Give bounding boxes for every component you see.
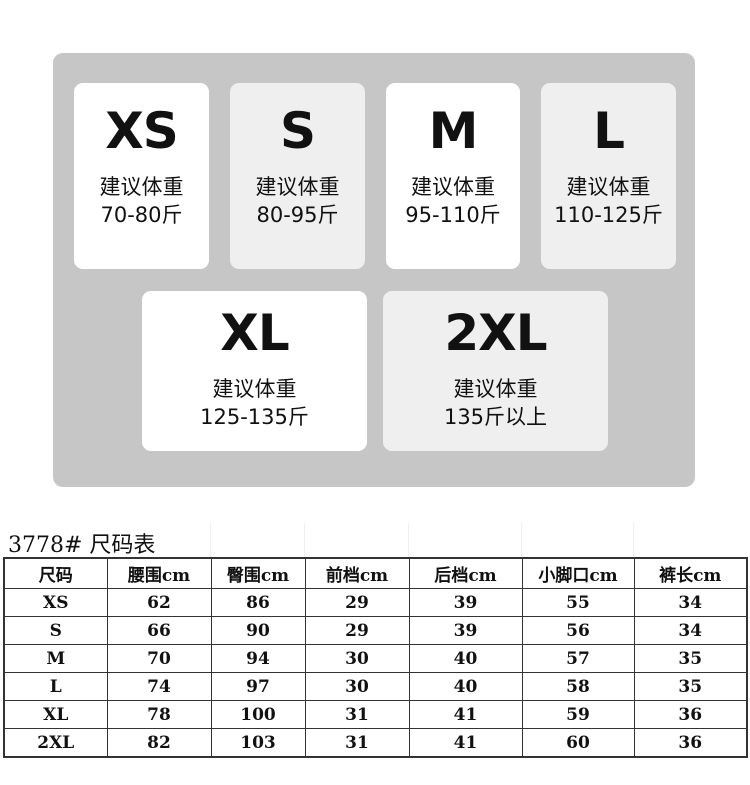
table-cell: 82	[106, 728, 212, 758]
table-cell: 56	[521, 616, 635, 645]
table-cell: 57	[521, 644, 635, 673]
weight-label: 建议体重	[566, 175, 651, 199]
weight-range: 135斤以上	[443, 405, 548, 429]
size-card-2xl: 2XL 建议体重 135斤以上	[383, 291, 608, 451]
weight-label: 建议体重	[255, 175, 340, 199]
weight-label: 建议体重	[453, 377, 538, 401]
weight-range: 110-125斤	[554, 203, 663, 227]
column-header: 腰围cm	[106, 557, 212, 589]
size-card-xs: XS 建议体重 70-80斤	[74, 83, 209, 269]
table-cell: L	[3, 672, 108, 701]
table-cell: XS	[3, 588, 108, 617]
table-cell: 31	[304, 728, 410, 758]
table-cell: 103	[210, 728, 306, 758]
size-card-xl: XL 建议体重 125-135斤	[142, 291, 367, 451]
table-cell: S	[3, 616, 108, 645]
size-label: M	[428, 102, 479, 160]
table-cell: 74	[106, 672, 212, 701]
size-card-l: L 建议体重 110-125斤	[541, 83, 676, 269]
size-label: L	[593, 102, 625, 160]
table-cell: 36	[633, 700, 748, 729]
weight-label: 建议体重	[411, 175, 495, 199]
table-cell: 39	[408, 616, 523, 645]
table-cell: 41	[408, 728, 523, 758]
table-cell: 35	[633, 672, 748, 701]
table-cell: 66	[106, 616, 212, 645]
table-cell: 30	[304, 672, 410, 701]
table-cell: 30	[304, 644, 410, 673]
size-label: 2XL	[444, 304, 547, 362]
column-header: 臀围cm	[210, 557, 306, 589]
weight-label: 建议体重	[212, 377, 297, 401]
table-cell: M	[3, 644, 108, 673]
table-cell: 34	[633, 588, 748, 617]
table-cell: XL	[3, 700, 108, 729]
column-header: 后档cm	[408, 557, 523, 589]
table-cell: 90	[210, 616, 306, 645]
size-card-s: S 建议体重 80-95斤	[230, 83, 365, 269]
table-cell: 62	[106, 588, 212, 617]
table-cell: 29	[304, 616, 410, 645]
weight-range: 80-95斤	[256, 203, 339, 227]
table-cell: 59	[521, 700, 635, 729]
table-cell: 41	[408, 700, 523, 729]
table-cell: 60	[521, 728, 635, 758]
table-cell: 39	[408, 588, 523, 617]
table-cell: 55	[521, 588, 635, 617]
size-card-m: M 建议体重 95-110斤	[386, 83, 520, 269]
column-header: 小脚口cm	[521, 557, 635, 589]
table-cell: 86	[210, 588, 306, 617]
table-cell: 40	[408, 672, 523, 701]
table-cell: 58	[521, 672, 635, 701]
table-cell: 35	[633, 644, 748, 673]
weight-range: 95-110斤	[405, 203, 501, 227]
column-header: 尺码	[3, 557, 108, 589]
table-cell: 36	[633, 728, 748, 758]
size-label: S	[279, 102, 316, 160]
table-cell: 40	[408, 644, 523, 673]
weight-range: 125-135斤	[200, 405, 309, 429]
table-cell: 78	[106, 700, 212, 729]
table-cell: 29	[304, 588, 410, 617]
table-cell: 94	[210, 644, 306, 673]
column-header: 前档cm	[304, 557, 410, 589]
table-cell: 34	[633, 616, 748, 645]
size-label: XL	[220, 304, 289, 362]
weight-range: 70-80斤	[100, 203, 183, 227]
column-header: 裤长cm	[633, 557, 748, 589]
size-table-title: 3778# 尺码表	[8, 533, 156, 558]
table-cell: 100	[210, 700, 306, 729]
table-cell: 2XL	[3, 728, 108, 758]
table-cell: 70	[106, 644, 212, 673]
weight-label: 建议体重	[99, 175, 184, 199]
size-label: XS	[105, 102, 179, 160]
table-cell: 31	[304, 700, 410, 729]
table-cell: 97	[210, 672, 306, 701]
